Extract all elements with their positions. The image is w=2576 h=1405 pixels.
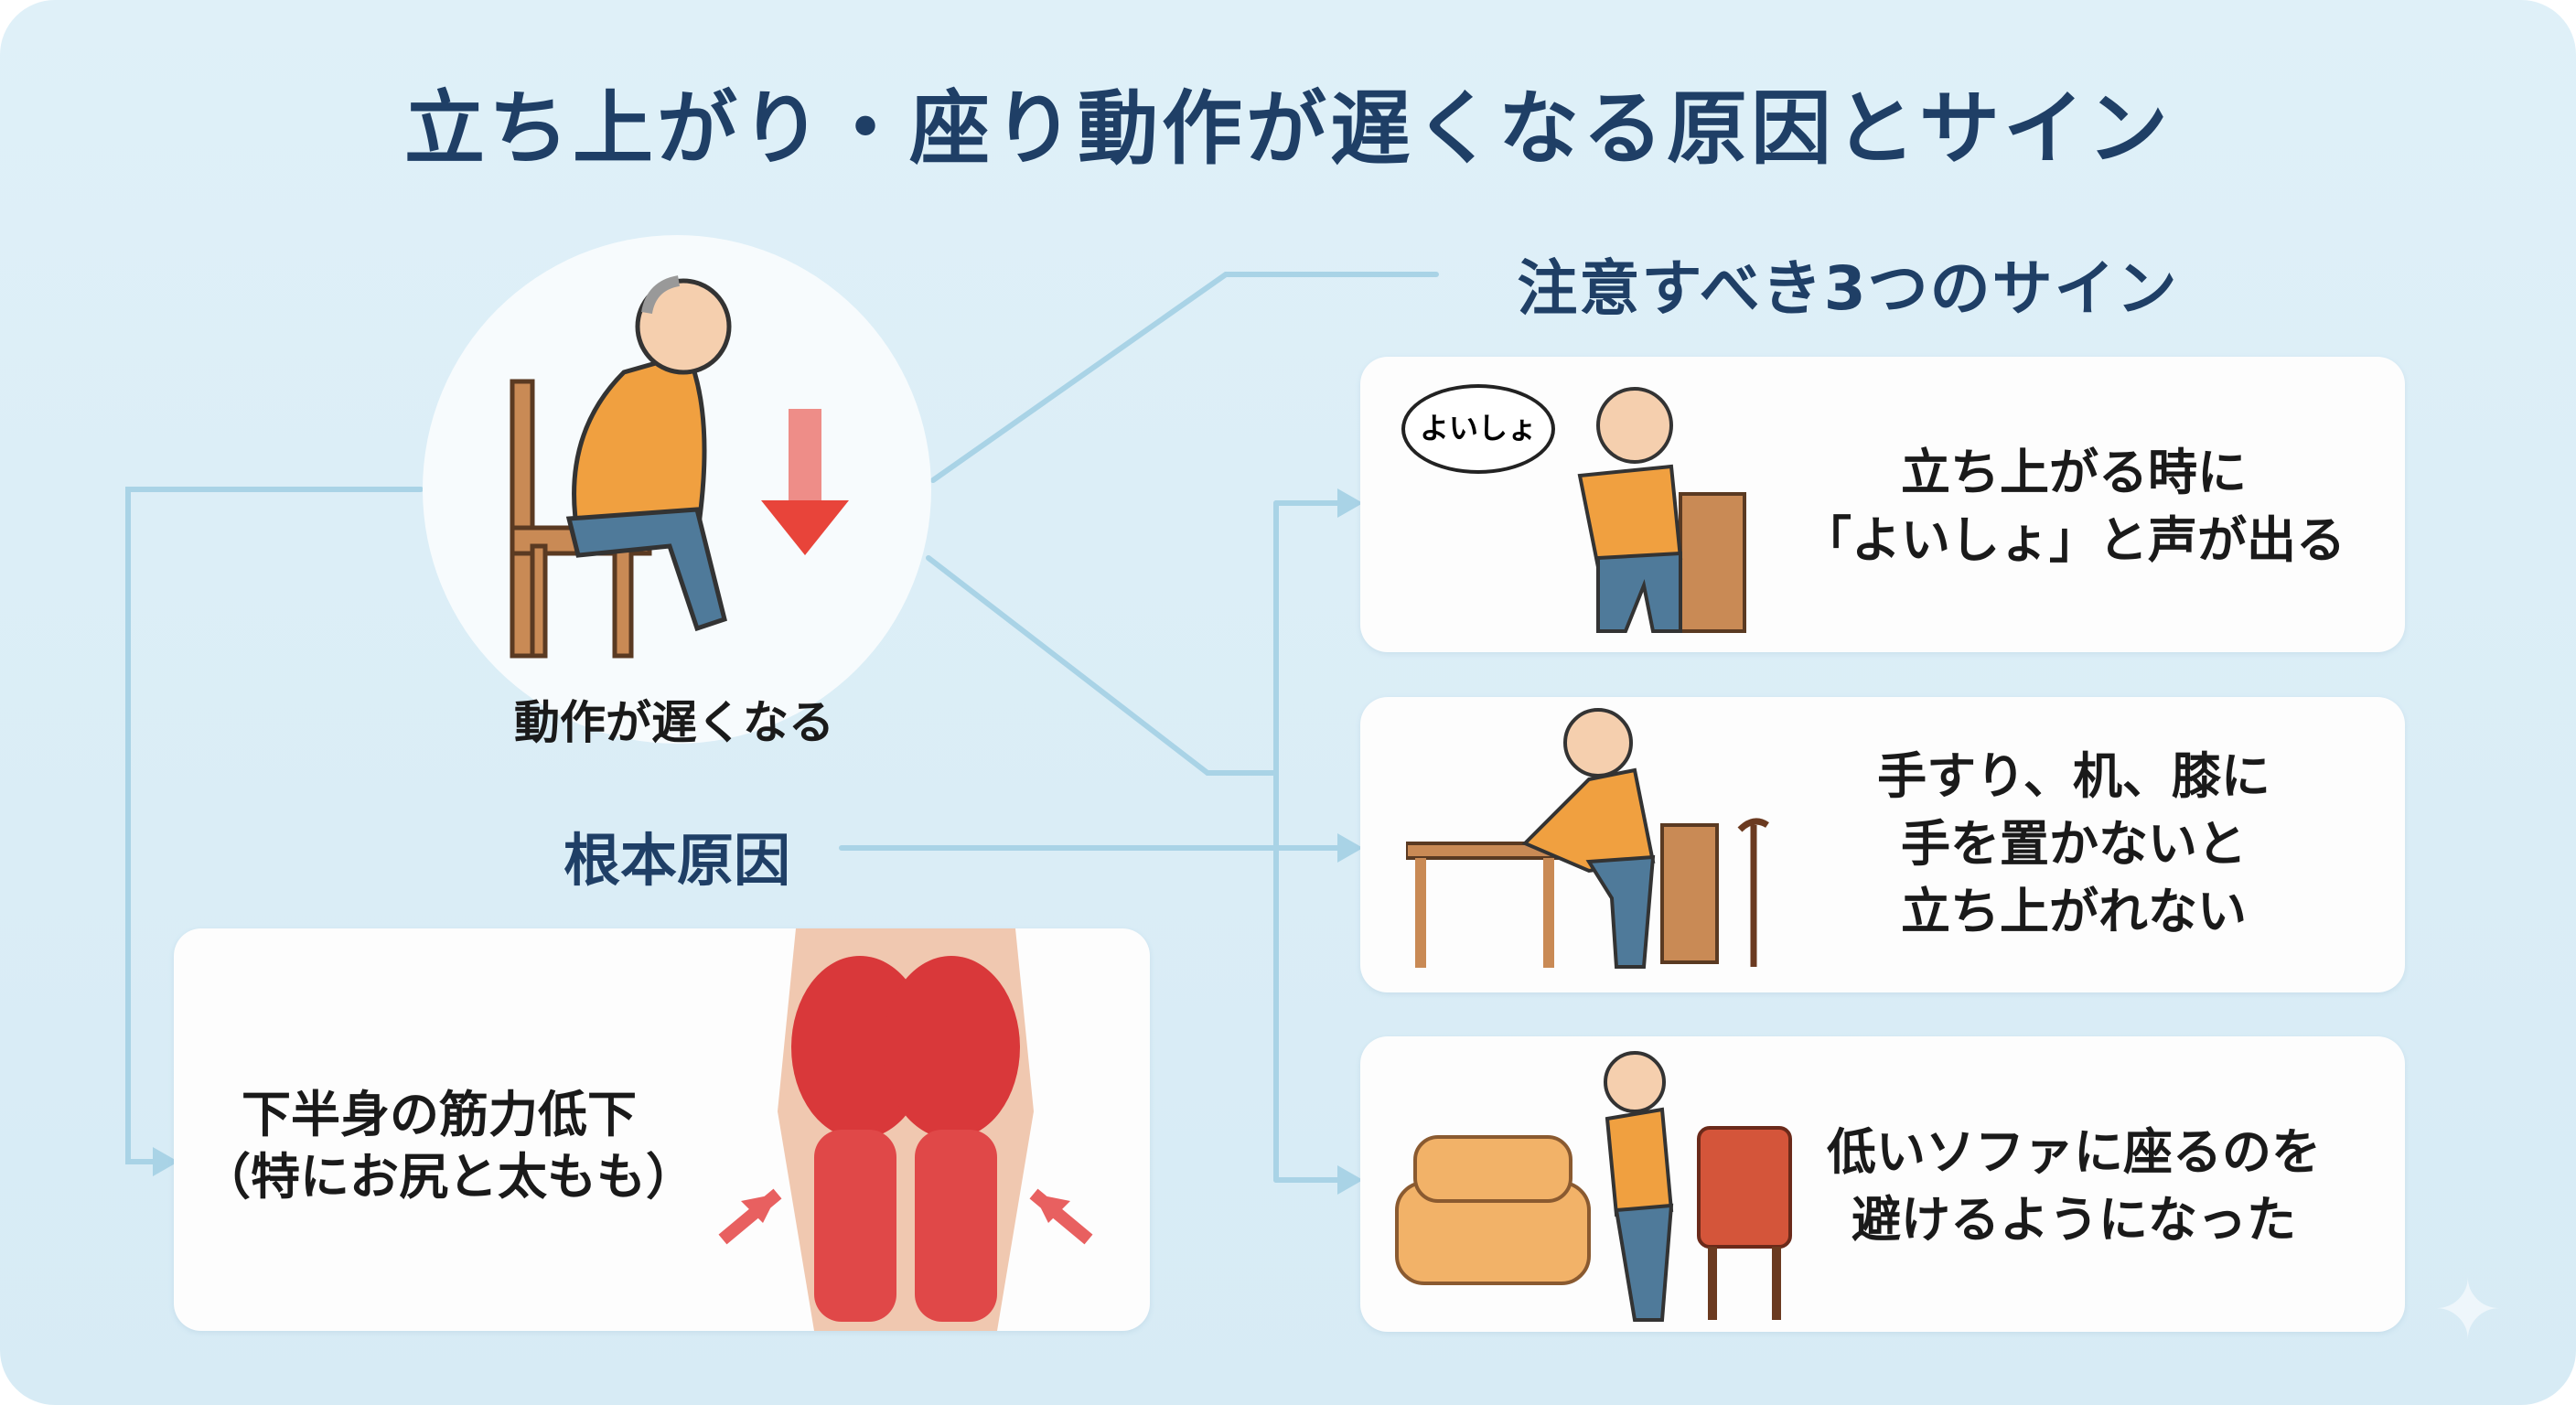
sign-line: 手を置かないと (1901, 815, 2247, 873)
sign-text-1: 立ち上がる時に 「よいしょ」と声が出る (1781, 439, 2367, 574)
signs-heading: 注意すべき3つのサイン (1517, 253, 2179, 324)
root-cause-card: 下半身の筋力低下 （特にお尻と太もも） (174, 928, 1150, 1331)
elderly-person-standing-icon (1577, 387, 1746, 633)
person-using-table-icon (1406, 708, 1769, 969)
sign-card-3: 低いソファに座るのを 避けるようになった (1360, 1036, 2405, 1332)
sign-line: 立ち上がる時に (1901, 444, 2247, 501)
cause-line: （特にお尻と太もも） (201, 1148, 695, 1206)
arrowhead (1337, 1165, 1363, 1195)
speech-bubble: よいしょ (1401, 384, 1555, 474)
sign-text-2: 手すり、机、膝に 手を置かないと 立ち上がれない (1781, 743, 2367, 946)
sign-line: 立ち上がれない (1901, 883, 2247, 940)
root-cause-heading: 根本原因 (563, 827, 790, 894)
sign-line: 「よいしょ」と声が出る (1802, 511, 2345, 569)
slow-movement-label: 動作が遅くなる (514, 696, 834, 749)
root-cause-text: 下半身の筋力低下 （特にお尻と太もも） (201, 1084, 695, 1208)
arrowhead (153, 1147, 178, 1176)
person-avoiding-sofa-icon (1395, 1051, 1792, 1322)
sign-text-3: 低いソファに座るのを 避けるようになった (1781, 1119, 2367, 1254)
page-title: 立ち上がり・座り動作が遅くなる原因とサイン (403, 81, 2172, 176)
arrowhead (1337, 488, 1363, 518)
muscle-anatomy-icon (718, 928, 1093, 1331)
cause-line: 下半身の筋力低下 (242, 1086, 637, 1143)
connector-to-signs (926, 555, 1279, 776)
sign-line: 低いソファに座るのを (1827, 1123, 2321, 1181)
sign-card-2: 手すり、机、膝に 手を置かないと 立ち上がれない (1360, 697, 2405, 992)
slow-movement-illustration (423, 235, 931, 744)
sparkle-icon: ✦ (2433, 1262, 2503, 1358)
connector-to-signs-heading (930, 272, 1439, 483)
sign-line: 避けるようになった (1852, 1191, 2296, 1249)
arrowhead (1337, 833, 1363, 863)
down-arrow-icon (761, 409, 849, 555)
elderly-person-sitting-icon (510, 275, 849, 659)
sign-line: 手すり、机、膝に (1877, 747, 2270, 805)
sign-card-1: よいしょ 立ち上がる時に 「よいしょ」と声が出る (1360, 357, 2405, 652)
connector-to-cause (125, 487, 424, 1164)
